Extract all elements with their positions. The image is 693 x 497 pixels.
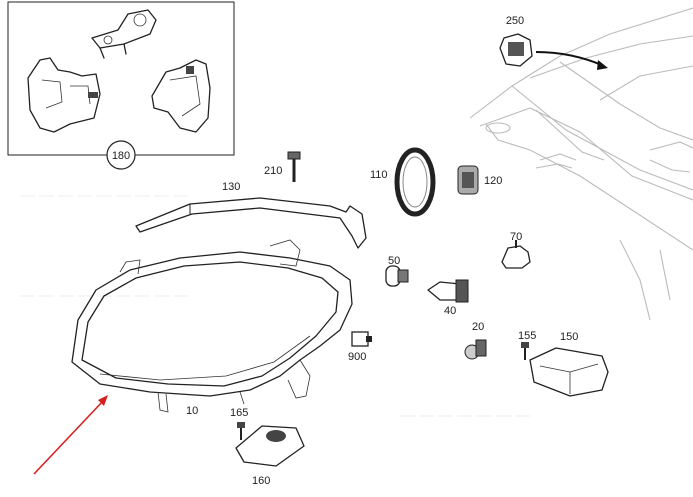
label-165: 165 xyxy=(230,407,248,419)
label-150: 150 xyxy=(560,331,578,343)
label-210: 210 xyxy=(264,165,282,177)
part-155-screw: 155 xyxy=(518,330,536,360)
vehicle-outline xyxy=(469,7,693,321)
label-20: 20 xyxy=(472,321,484,333)
svg-text:— — — — — — —: — — — — — — — xyxy=(400,407,530,424)
label-50: 50 xyxy=(388,255,400,267)
pointer-arrow xyxy=(33,395,108,475)
inset-box-180: 180 xyxy=(7,1,235,170)
part-250-sensor: 250 xyxy=(499,15,608,70)
label-10: 10 xyxy=(186,405,198,417)
label-120: 120 xyxy=(484,175,502,187)
label-110: 110 xyxy=(370,169,388,181)
label-155: 155 xyxy=(518,330,536,342)
part-50-bulb: 50 xyxy=(385,255,409,287)
svg-text:— — — — — — — — —: — — — — — — — — — xyxy=(20,187,188,204)
label-130: 130 xyxy=(222,181,240,193)
part-10-headlamp: 10 xyxy=(71,239,353,417)
part-70-bulb: 70 xyxy=(501,231,531,269)
label-250: 250 xyxy=(506,15,524,27)
label-70: 70 xyxy=(510,231,522,243)
mounting-bracket-top xyxy=(91,9,157,59)
label-180: 180 xyxy=(112,150,130,162)
label-160: 160 xyxy=(252,475,270,487)
label-40: 40 xyxy=(444,305,456,317)
part-20-socket: 20 xyxy=(464,321,487,360)
part-165-screw: 165 xyxy=(230,407,248,440)
part-160-control-unit: 160 xyxy=(235,425,305,487)
mounting-bracket-right xyxy=(151,59,211,133)
mounting-bracket-left xyxy=(27,57,101,133)
part-40-bulb: 40 xyxy=(427,279,469,317)
part-900-connector: 900 xyxy=(348,331,372,363)
part-110-seal-ring: 110 xyxy=(370,147,436,217)
label-900: 900 xyxy=(348,351,366,363)
part-130-trim-strip: 130 xyxy=(135,181,367,249)
part-150-control-unit: 150 xyxy=(529,331,609,397)
part-210-screw: 210 xyxy=(264,151,301,182)
part-120-cap: 120 xyxy=(457,165,502,195)
callout-circle-180 xyxy=(106,140,136,170)
